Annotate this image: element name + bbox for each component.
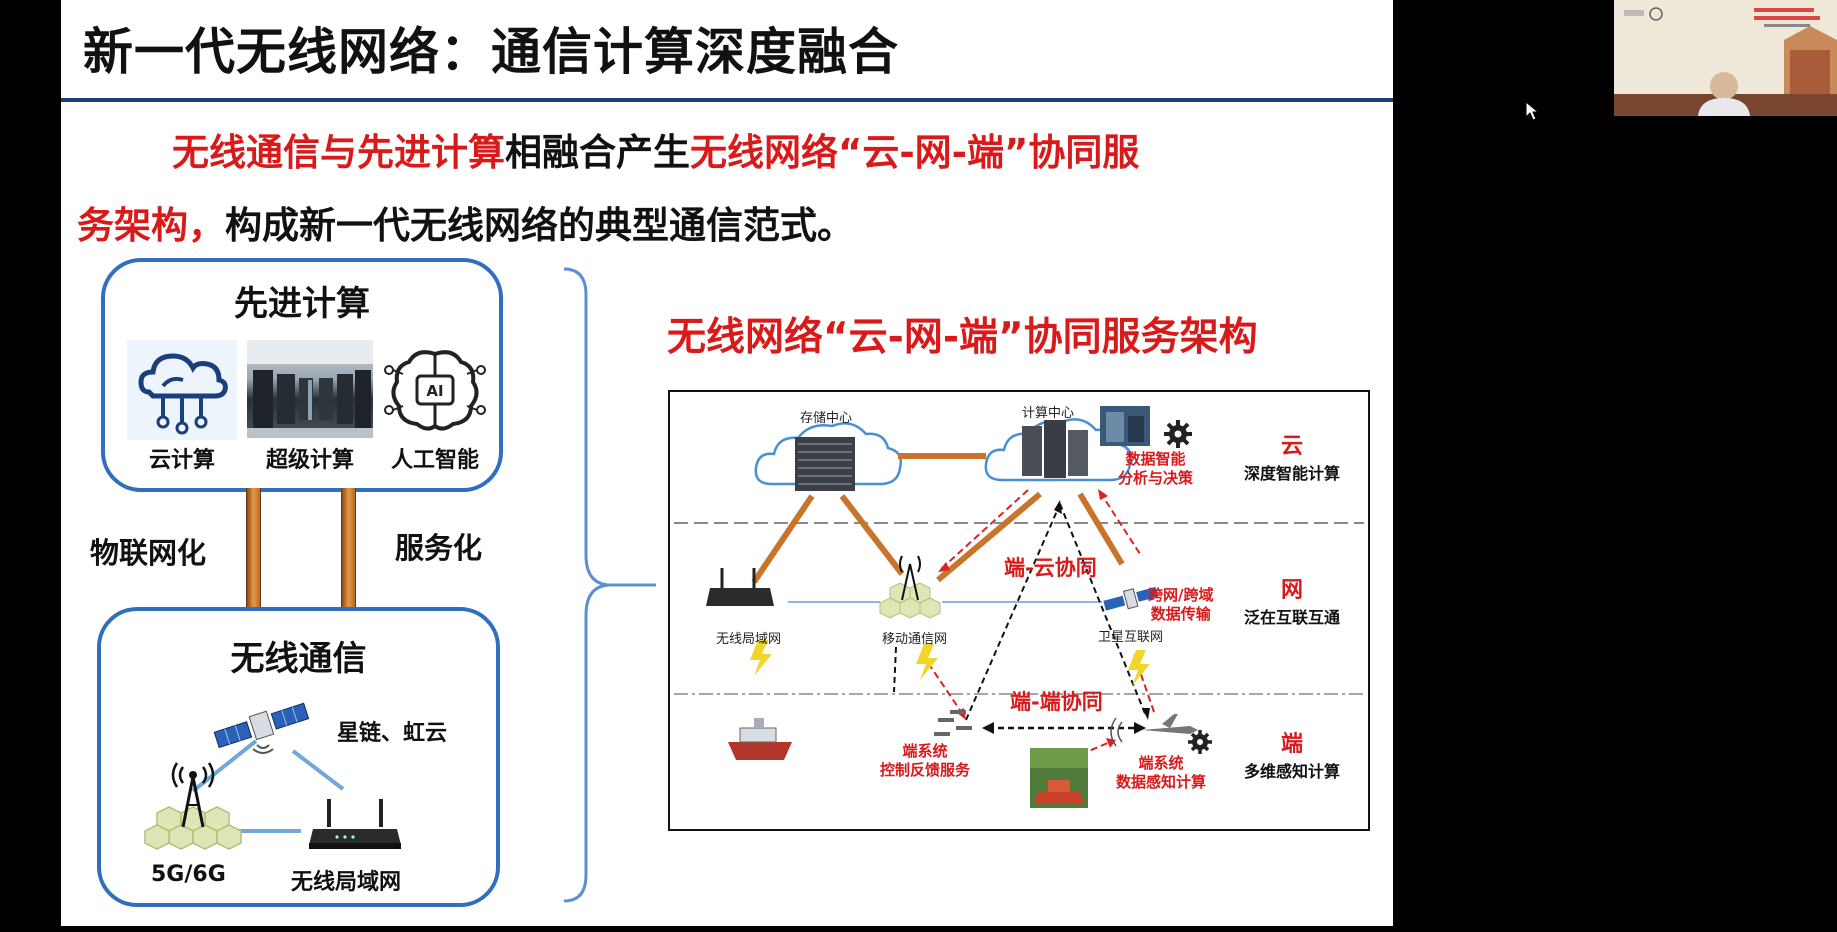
satellite-network-label: 卫星互联网 [1098, 630, 1164, 645]
mobile-network-label: 移动通信网 [882, 632, 948, 647]
intro-highlight-1: 无线通信与先进计算 [172, 131, 505, 174]
intro-highlight-3: 务架构， [77, 204, 225, 247]
intro-highlight-2: 无线网络“云-网-端”协同服 [690, 131, 1140, 174]
title-underline [61, 98, 1393, 102]
data-intelligence-label: 数据智能 分析与决策 [1118, 450, 1194, 487]
slide-title: 新一代无线网络：通信计算深度融合 [83, 23, 899, 81]
ai-brain-icon: AI [383, 340, 487, 440]
intro-text-1: 相融合产生 [505, 131, 690, 174]
intro-line-1: 无线通信与先进计算相融合产生无线网络“云-网-端”协同服 [172, 122, 1139, 176]
base-station-icon [137, 761, 243, 853]
presentation-slide: 新一代无线网络：通信计算深度融合 无线通信与先进计算相融合产生无线网络“云-网-… [61, 0, 1393, 926]
wlan-label: 无线局域网 [716, 632, 782, 647]
intro-text-2: 构成新一代无线网络的典型通信范式。 [225, 204, 854, 247]
iot-label: 物联网化 [90, 536, 207, 570]
ai-badge: AI [426, 382, 443, 400]
network-layer-legend: 网 泛在互联互通 [1243, 578, 1340, 627]
satellite-icon [213, 697, 313, 757]
diagram-canvas [674, 406, 1364, 808]
router-label: 无线局域网 [291, 870, 402, 895]
mouse-cursor [1525, 100, 1540, 125]
right-connector-pillar [341, 488, 356, 611]
left-connector-pillar [246, 488, 261, 611]
end-end-collab-label: 端-端协同 [1010, 690, 1103, 714]
gear-icon [1164, 420, 1192, 448]
cloud-computing-icon [127, 340, 237, 440]
supercomputer-image [247, 340, 373, 438]
cross-network-label: 跨网/跨域 数据传输 [1148, 586, 1214, 623]
end-layer-legend: 端 多维感知计算 [1243, 732, 1340, 781]
wireless-box-title: 无线通信 [230, 639, 367, 679]
cloud-computing-label: 云计算 [148, 448, 215, 473]
gear-icon [1188, 730, 1212, 754]
right-bracket [563, 267, 656, 903]
computing-box-title: 先进计算 [234, 284, 370, 324]
supercomputing-label: 超级计算 [265, 448, 354, 473]
webcam-thumbnail[interactable] [1614, 0, 1837, 116]
compute-center-label: 计算中心 [1022, 406, 1075, 421]
storage-center-label: 存储中心 [800, 411, 853, 426]
end-control-label: 端系统 控制反馈服务 [880, 742, 971, 779]
base-station-label: 5G/6G [151, 862, 226, 887]
architecture-title: 无线网络“云-网-端”协同服务架构 [667, 315, 1258, 360]
service-label: 服务化 [395, 531, 483, 565]
ai-label: 人工智能 [390, 448, 479, 473]
end-sensing-label: 端系统 数据感知计算 [1116, 754, 1207, 791]
advanced-computing-box: 先进计算 [101, 258, 503, 492]
router-icon [307, 795, 403, 851]
satellite-label: 星链、虹云 [337, 721, 448, 746]
cloud-network-end-diagram: 存储中心 计算中心 数据智能 分析与决策 无线局域网 移动通信网 卫星互联网 跨… [668, 390, 1370, 831]
end-cloud-collab-label: 端-云协同 [1004, 556, 1097, 580]
cloud-layer-legend: 云 深度智能计算 [1243, 434, 1340, 483]
wireless-communication-box: 无线通信 星链、虹云 [97, 607, 500, 907]
intro-line-2: 务架构，构成新一代无线网络的典型通信范式。 [77, 195, 854, 249]
